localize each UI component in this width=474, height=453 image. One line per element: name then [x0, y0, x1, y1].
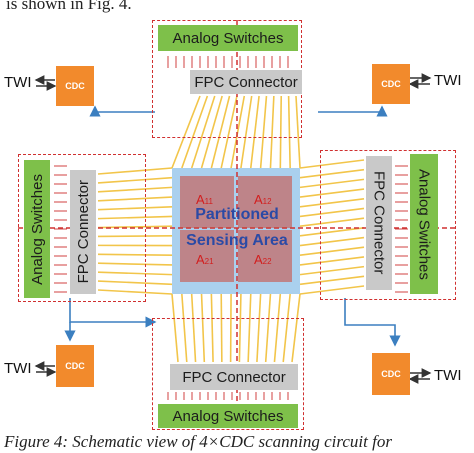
sensing-area-label: Sensing Area [186, 232, 288, 249]
arrow-br [344, 298, 401, 347]
trace-wire [249, 95, 260, 169]
trace-wire [190, 293, 197, 363]
partition-a11 [180, 176, 234, 228]
header-text: is shown in Fig. 4. [6, 0, 132, 13]
trace-wire [299, 265, 365, 276]
trace-wire [238, 293, 242, 363]
trace-wire [299, 285, 365, 295]
trace-wire [171, 95, 201, 169]
trace-wire [200, 95, 223, 169]
bottom-analog-switches: Analog Switches [158, 404, 298, 428]
trace-wire [299, 188, 365, 198]
trace-wire [210, 95, 231, 169]
trace-wire [299, 217, 365, 227]
twi-label-top-left: TWI [4, 74, 32, 91]
arrow-tl [89, 105, 155, 117]
trace-wire [299, 207, 365, 218]
partitioned-label: Partitioned [195, 206, 279, 223]
trace-wire [282, 293, 291, 363]
trace-wire [291, 293, 301, 363]
arrow-tr [318, 105, 388, 117]
trace-wire [97, 215, 173, 220]
trace-wire [299, 178, 365, 189]
trace-wire [247, 293, 252, 363]
trace-wires [97, 95, 365, 363]
trace-wire [97, 280, 173, 286]
left-analog-switches: Analog Switches [24, 160, 50, 298]
trace-wire [97, 289, 173, 295]
trace-wire [299, 227, 365, 237]
trace-wire [97, 271, 173, 276]
twi-label-bottom-right: TWI [434, 367, 462, 384]
trace-wire [220, 95, 238, 169]
left-group-box [18, 154, 146, 302]
trace-wire [97, 196, 173, 202]
partition-a21 [180, 230, 234, 282]
trace-wire [279, 95, 283, 169]
left-fpc-connector: FPC Connector [70, 170, 96, 294]
bottom-group-box [152, 318, 304, 430]
top-fpc-connector: FPC Connector [190, 70, 302, 94]
label-a21: A21 [196, 252, 214, 267]
trace-wire [259, 95, 268, 169]
label-a12: A12 [254, 192, 272, 207]
trace-wire [97, 205, 173, 211]
trace-wire [210, 293, 214, 363]
cdc-top-right: CDC [372, 64, 410, 104]
trace-wire [287, 95, 291, 169]
right-analog-switches: Analog Switches [410, 154, 438, 294]
trace-wire [181, 293, 188, 363]
figure-caption: Figure 4: Schematic view of 4×CDC scanni… [4, 432, 392, 451]
trace-wire [190, 95, 216, 169]
trace-wire [97, 167, 173, 175]
right-group-box [320, 150, 456, 300]
trace-wire [299, 168, 365, 179]
label-a11: A11 [196, 192, 213, 207]
trace-wire [240, 95, 253, 169]
cdc-bottom-right: CDC [372, 353, 410, 395]
twi-label-bottom-left: TWI [4, 360, 32, 377]
trace-wire [299, 256, 365, 266]
trace-wire [299, 159, 365, 169]
trace-wire [97, 262, 173, 266]
bottom-fpc-connector: FPC Connector [170, 364, 298, 390]
trace-wire [97, 253, 173, 257]
trace-wire [171, 293, 179, 363]
top-analog-switches: Analog Switches [158, 25, 298, 51]
trace-wire [273, 293, 282, 363]
trace-wire [256, 293, 262, 363]
trace-wire [264, 293, 272, 363]
right-fpc-connector: FPC Connector [366, 156, 392, 290]
trace-wire [181, 95, 209, 169]
trace-wire [269, 95, 275, 169]
cdc-top-left: CDC [56, 66, 94, 106]
trace-wire [299, 275, 365, 286]
twi-label-top-right: TWI [434, 72, 462, 89]
trace-wire [299, 197, 365, 208]
trace-wire [220, 293, 223, 363]
partition-a22 [238, 230, 292, 282]
label-a22: A22 [254, 252, 272, 267]
trace-wire [299, 246, 365, 257]
trace-wire [97, 176, 173, 184]
trace-wire [97, 235, 173, 238]
trace-wire [299, 236, 365, 247]
partition-a12 [238, 176, 292, 228]
cdc-bottom-left: CDC [56, 345, 94, 387]
trace-wire [97, 186, 173, 193]
trace-wire [295, 95, 301, 169]
trace-wire [200, 293, 206, 363]
